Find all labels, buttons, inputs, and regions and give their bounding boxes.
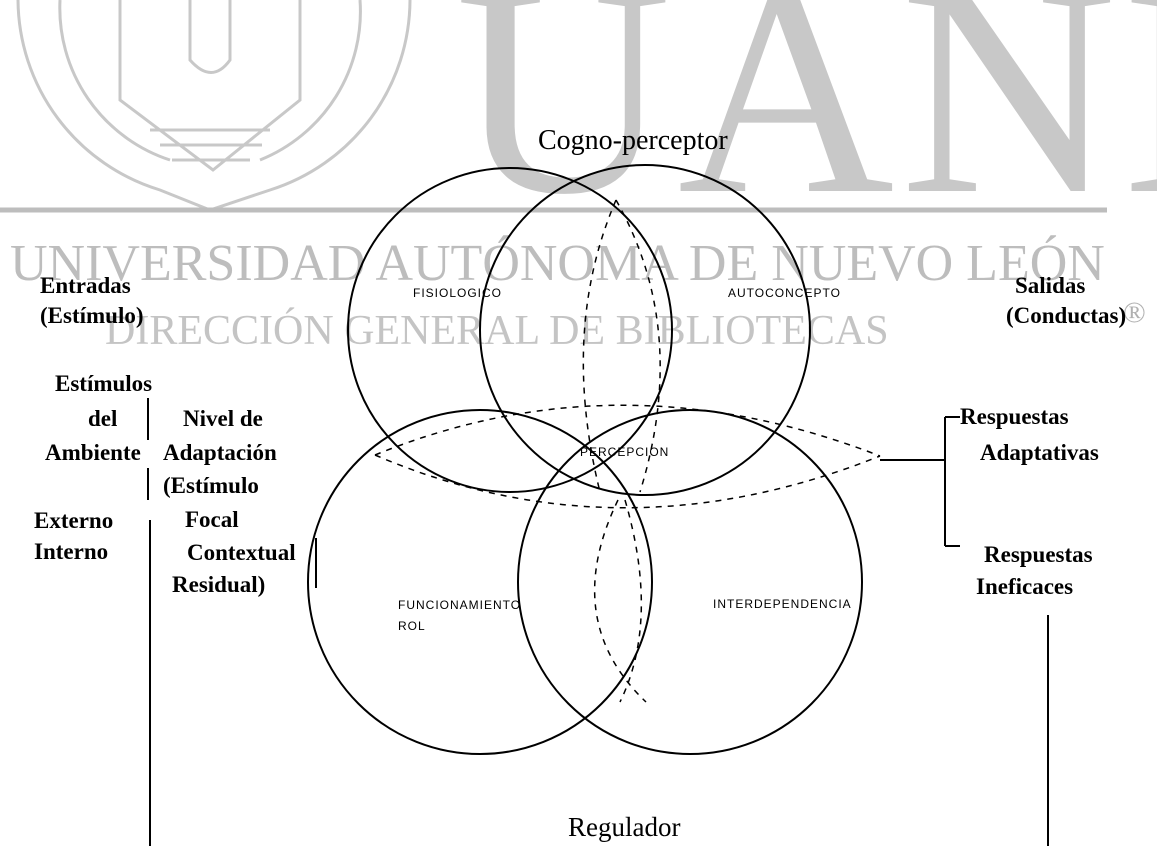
vertical-lens-upper-right — [615, 199, 661, 493]
adaptation-level-label-line2: Adaptación — [163, 440, 277, 465]
environment-stimuli-label-line2: del — [88, 406, 118, 431]
horizontal-lens-top — [374, 404, 881, 457]
environment-stimuli-label: Estímulos — [55, 371, 153, 396]
inputs-subtitle: (Estímulo) — [40, 303, 144, 328]
internal-stimulus-label: Interno — [34, 539, 109, 564]
focal-stimulus-label: Focal — [185, 507, 239, 532]
vertical-lens-lower — [594, 499, 647, 703]
self-concept-circle — [479, 164, 811, 496]
contextual-stimulus-label: Contextual — [187, 540, 296, 565]
perception-dashed-lines — [374, 199, 881, 703]
watermark-university: UNIVERSIDAD AUTÓNOMA DE NUEVO LEÓN — [10, 235, 1105, 292]
adaptation-level-label-line3: (Estímulo — [163, 473, 259, 498]
adaptive-responses-label: Respuestas — [960, 404, 1069, 429]
inputs-title: Entradas — [40, 273, 131, 298]
output-brackets — [880, 416, 1049, 846]
vertical-lens-lower-right — [619, 499, 643, 703]
horizontal-lens-bottom — [374, 454, 881, 509]
outputs-subtitle: (Conductas) — [1006, 303, 1127, 328]
regulator-label: Regulador — [568, 812, 681, 842]
interdependence-label: INTERDEPENDENCIA — [713, 597, 852, 611]
perception-label: PERCEPCION — [580, 445, 670, 459]
mode-circles — [307, 164, 863, 755]
environment-stimuli-label-line3: Ambiente — [45, 440, 141, 465]
watermark-logo-text: UANL — [455, 0, 1157, 256]
university-seal-watermark — [16, 0, 412, 212]
vertical-lens-upper — [582, 199, 617, 493]
interdependence-circle — [517, 409, 863, 755]
physiological-circle — [347, 167, 673, 493]
ineffective-responses-label: Respuestas — [984, 542, 1093, 567]
physiological-label: FISIOLOGICO — [413, 286, 503, 300]
self-concept-label: AUTOCONCEPTO — [728, 286, 841, 300]
input-brackets — [147, 398, 317, 846]
role-function-label: FUNCIONAMIENTO — [398, 598, 522, 612]
watermark-registered-mark: ® — [1123, 296, 1146, 329]
cogno-perceptor-label: Cogno-perceptor — [538, 125, 728, 156]
external-stimulus-label: Externo — [34, 508, 114, 533]
role-function-circle — [307, 409, 653, 755]
role-function-label-line2: ROL — [398, 619, 426, 633]
adaptive-responses-label-line2: Adaptativas — [980, 440, 1099, 465]
residual-stimulus-label: Residual) — [172, 572, 266, 597]
adaptation-level-label: Nivel de — [183, 406, 263, 431]
watermark-direction: DIRECCIÓN GENERAL DE BIBLIOTECAS — [105, 308, 889, 354]
outputs-title: Salidas — [1015, 273, 1086, 298]
ineffective-responses-label-line2: Ineficaces — [976, 574, 1074, 599]
